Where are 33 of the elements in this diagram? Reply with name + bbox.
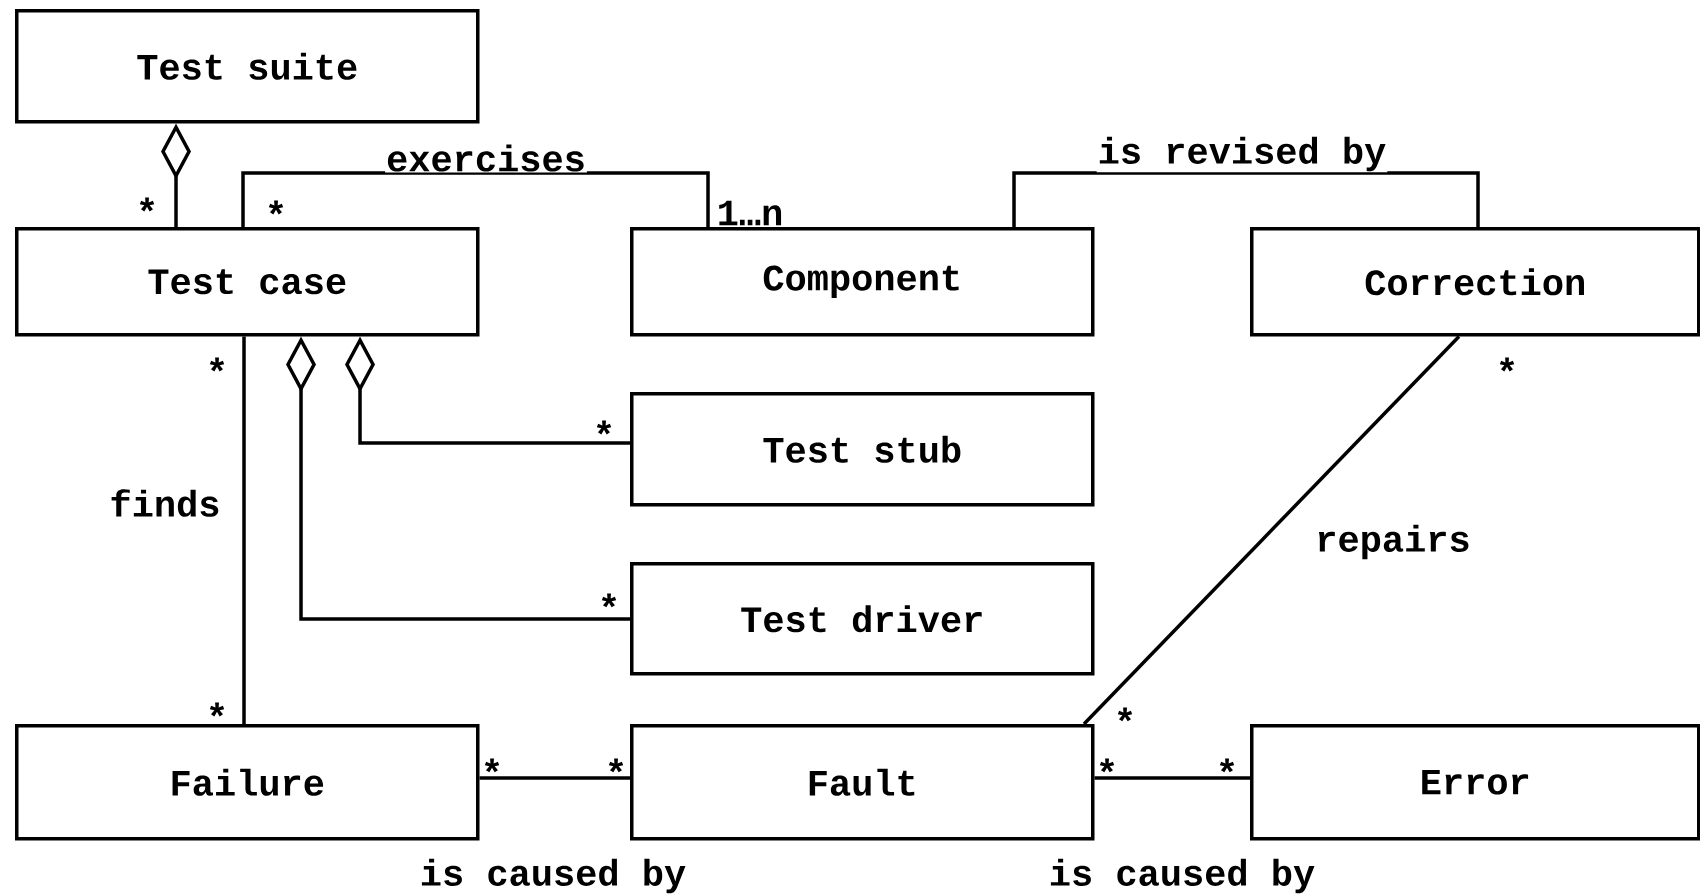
class-box: Fault [630, 724, 1095, 841]
association-line [1012, 171, 1480, 227]
association-line [479, 776, 630, 780]
edge-label: is revised by [1096, 135, 1388, 173]
edge-label: is caused by [1047, 857, 1317, 895]
association-line [1082, 335, 1461, 726]
multiplicity-label: * [209, 357, 225, 372]
multiplicity-label: * [1099, 758, 1115, 773]
multiplicity-label: * [601, 593, 617, 608]
class-box: Failure [15, 724, 480, 841]
multiplicity-label: * [608, 758, 624, 773]
multiplicity-label: * [596, 420, 612, 435]
class-box: Error [1250, 724, 1700, 841]
edge-label: is caused by [418, 857, 688, 895]
class-box: Correction [1250, 227, 1700, 337]
association-line [242, 336, 246, 724]
multiplicity-label: 1…n [719, 200, 782, 226]
edge-label: repairs [1314, 523, 1472, 561]
class-box: Component [630, 227, 1095, 337]
multiplicity-label: * [209, 702, 225, 717]
association-line [241, 171, 710, 227]
class-box: Test case [15, 227, 480, 337]
multiplicity-label: * [1219, 758, 1235, 773]
class-box: Test stub [630, 392, 1095, 507]
edge-label: exercises [385, 143, 587, 173]
multiplicity-label: * [268, 200, 284, 215]
class-box: Test suite [15, 9, 480, 124]
edge-label: finds [108, 488, 222, 518]
class-box: Test driver [630, 562, 1095, 676]
multiplicity-label: * [139, 197, 155, 212]
association-line [1094, 776, 1250, 780]
multiplicity-label: * [1117, 707, 1133, 722]
multiplicity-label: * [484, 758, 500, 773]
